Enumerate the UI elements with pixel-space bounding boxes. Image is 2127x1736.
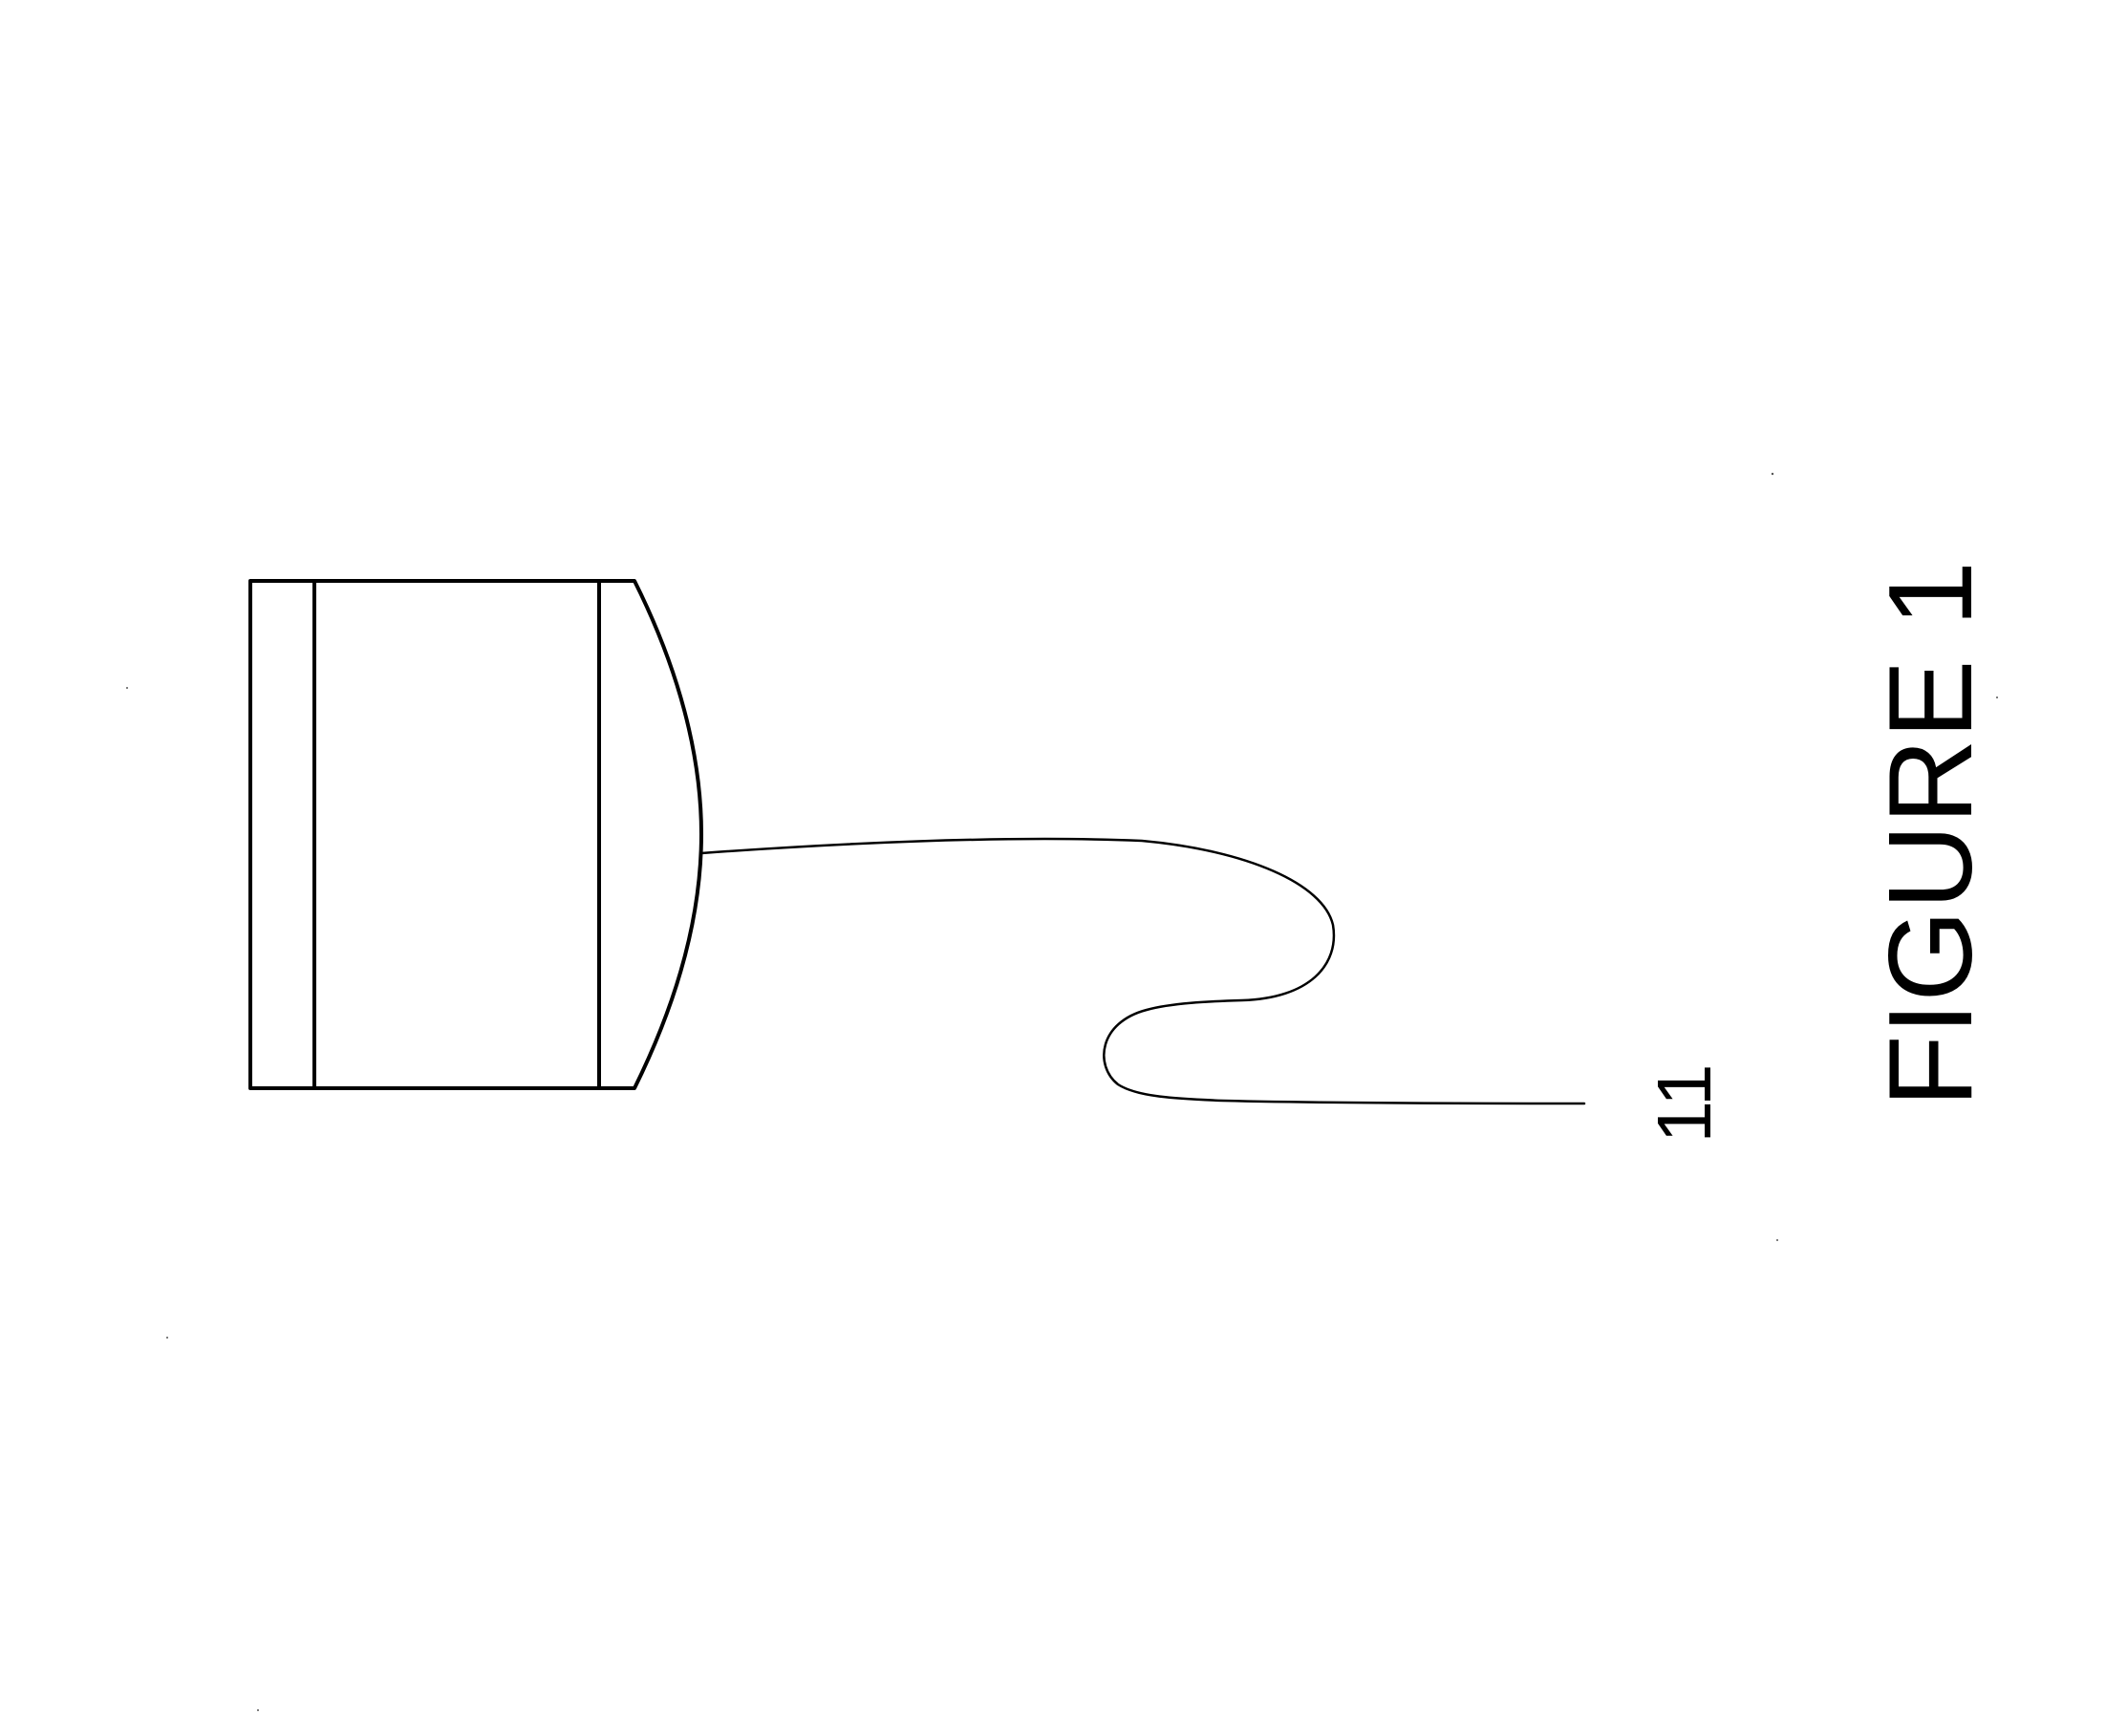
lead-wire (701, 839, 1584, 1104)
device-outline (250, 581, 701, 1088)
figure-caption: FIGURE 1 (1865, 561, 1997, 1107)
reference-numeral-label: 11 (1642, 1063, 1727, 1143)
device-body (250, 581, 701, 1088)
